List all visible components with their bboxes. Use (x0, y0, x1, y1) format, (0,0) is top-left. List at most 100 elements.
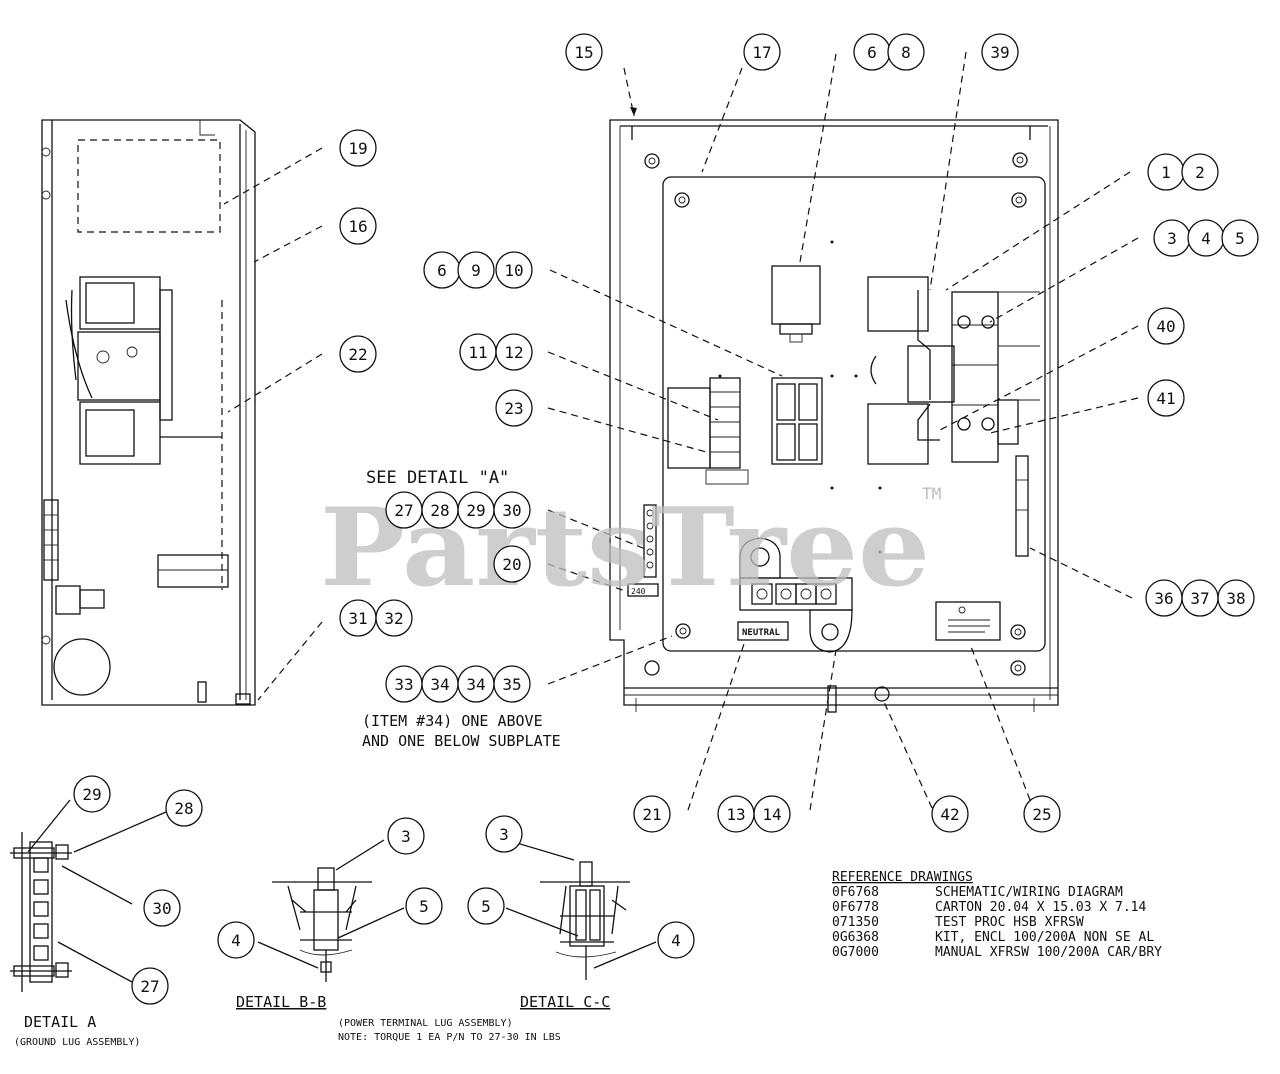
callout-bubble-5[interactable]: 5 (405, 887, 443, 925)
callout-bubble-23[interactable]: 23 (495, 389, 533, 427)
callout-bubble-10[interactable]: 10 (495, 251, 533, 289)
callout-bubble-38[interactable]: 38 (1217, 579, 1255, 617)
callout-bubble-11[interactable]: 11 (459, 333, 497, 371)
callout-bubble-35[interactable]: 35 (493, 665, 531, 703)
callout-bubble-4[interactable]: 4 (217, 921, 255, 959)
callout-number: 25 (1032, 805, 1051, 824)
callout-circle (339, 129, 377, 167)
leader-lines (27, 51, 1139, 983)
callout-number: 30 (502, 501, 521, 520)
callout-number: 5 (419, 897, 429, 916)
reference-desc: TEST PROC HSB XFRSW (935, 915, 1084, 930)
callout-bubble-19[interactable]: 19 (339, 129, 377, 167)
callout-bubble-30[interactable]: 30 (143, 889, 181, 927)
callout-bubble-14[interactable]: 14 (753, 795, 791, 833)
callout-bubble-12[interactable]: 12 (495, 333, 533, 371)
callout-circle (493, 545, 531, 583)
callout-circle (1181, 153, 1219, 191)
callout-bubble-3[interactable]: 3 (485, 815, 523, 853)
callout-bubble-6[interactable]: 6 (853, 33, 891, 71)
callout-bubble-25[interactable]: 25 (1023, 795, 1061, 833)
callout-bubble-42[interactable]: 42 (931, 795, 969, 833)
callout-number: 14 (762, 805, 781, 824)
callout-bubble-9[interactable]: 9 (457, 251, 495, 289)
callout-circle (753, 795, 791, 833)
callout-number: 34 (466, 675, 485, 694)
callout-bubble-2[interactable]: 2 (1181, 153, 1219, 191)
label-240: 240 (631, 587, 646, 596)
callout-number: 33 (394, 675, 413, 694)
callout-number: 40 (1156, 317, 1175, 336)
callout-bubble-27[interactable]: 27 (385, 491, 423, 529)
reference-code: 0F6778 (832, 900, 879, 915)
callout-number: 21 (642, 805, 661, 824)
callout-bubble-3[interactable]: 3 (1153, 219, 1191, 257)
callout-bubble-3[interactable]: 3 (387, 817, 425, 855)
callout-number: 23 (504, 399, 523, 418)
callout-number: 27 (394, 501, 413, 520)
callout-bubble-34[interactable]: 34 (421, 665, 459, 703)
callout-number: 17 (752, 43, 771, 62)
callout-bubble-37[interactable]: 37 (1181, 579, 1219, 617)
callout-bubble-8[interactable]: 8 (887, 33, 925, 71)
callout-bubble-36[interactable]: 36 (1145, 579, 1183, 617)
callout-bubble-1[interactable]: 1 (1147, 153, 1185, 191)
callout-number: 3 (401, 827, 411, 846)
callout-circle (457, 251, 495, 289)
callout-bubble-5[interactable]: 5 (467, 887, 505, 925)
callout-circle (1217, 579, 1255, 617)
callout-bubble-34[interactable]: 34 (457, 665, 495, 703)
callout-bubbles: 15 17 6 8 39 19 16 1 2 3 4 5 6 9 10 22 4… (73, 33, 1259, 1005)
detail-a-subtitle: (GROUND LUG ASSEMBLY) (14, 1037, 140, 1048)
callout-number: 42 (940, 805, 959, 824)
reference-code: 071350 (832, 915, 879, 930)
callout-bubble-28[interactable]: 28 (165, 789, 203, 827)
detail-c-c (540, 861, 630, 980)
callout-bubble-28[interactable]: 28 (421, 491, 459, 529)
callout-number: 31 (348, 609, 367, 628)
detail-a-ground-lug (10, 832, 72, 992)
callout-circle (73, 775, 111, 813)
reference-code: 0G7000 (832, 945, 879, 960)
callout-circle (495, 251, 533, 289)
callout-bubble-31[interactable]: 31 (339, 599, 377, 637)
callout-bubble-16[interactable]: 16 (339, 207, 377, 245)
callout-circle (495, 333, 533, 371)
item34-note-line1: (ITEM #34) ONE ABOVE (362, 712, 543, 730)
callout-bubble-32[interactable]: 32 (375, 599, 413, 637)
callout-bubble-29[interactable]: 29 (457, 491, 495, 529)
callout-bubble-22[interactable]: 22 (339, 335, 377, 373)
reference-drawings-table: REFERENCE DRAWINGS 0F6768 SCHEMATIC/WIRI… (832, 870, 1162, 960)
callout-number: 30 (152, 899, 171, 918)
callout-bubble-15[interactable]: 15 (565, 33, 603, 71)
callout-bubble-33[interactable]: 33 (385, 665, 423, 703)
callout-bubble-13[interactable]: 13 (717, 795, 755, 833)
callout-number: 39 (990, 43, 1009, 62)
callout-number: 34 (430, 675, 449, 694)
callout-bubble-21[interactable]: 21 (633, 795, 671, 833)
callout-number: 6 (437, 261, 447, 280)
callout-bubble-27[interactable]: 27 (131, 967, 169, 1005)
callout-bubble-41[interactable]: 41 (1147, 379, 1185, 417)
callout-circle (887, 33, 925, 71)
callout-bubble-5[interactable]: 5 (1221, 219, 1259, 257)
callout-circle (1147, 379, 1185, 417)
callout-circle (485, 815, 523, 853)
callout-bubble-39[interactable]: 39 (981, 33, 1019, 71)
callout-number: 2 (1195, 163, 1205, 182)
see-detail-note: SEE DETAIL "A" (366, 468, 509, 488)
callout-bubble-4[interactable]: 4 (1187, 219, 1225, 257)
callout-bubble-17[interactable]: 17 (743, 33, 781, 71)
callout-bubble-40[interactable]: 40 (1147, 307, 1185, 345)
detail-bb-title: DETAIL B-B (236, 993, 326, 1011)
callout-bubble-29[interactable]: 29 (73, 775, 111, 813)
callout-number: 5 (481, 897, 491, 916)
callout-bubble-20[interactable]: 20 (493, 545, 531, 583)
callout-circle (375, 599, 413, 637)
callout-bubble-4[interactable]: 4 (657, 921, 695, 959)
callout-bubble-6[interactable]: 6 (423, 251, 461, 289)
callout-number: 8 (901, 43, 911, 62)
callout-bubble-30[interactable]: 30 (493, 491, 531, 529)
callout-circle (1147, 307, 1185, 345)
